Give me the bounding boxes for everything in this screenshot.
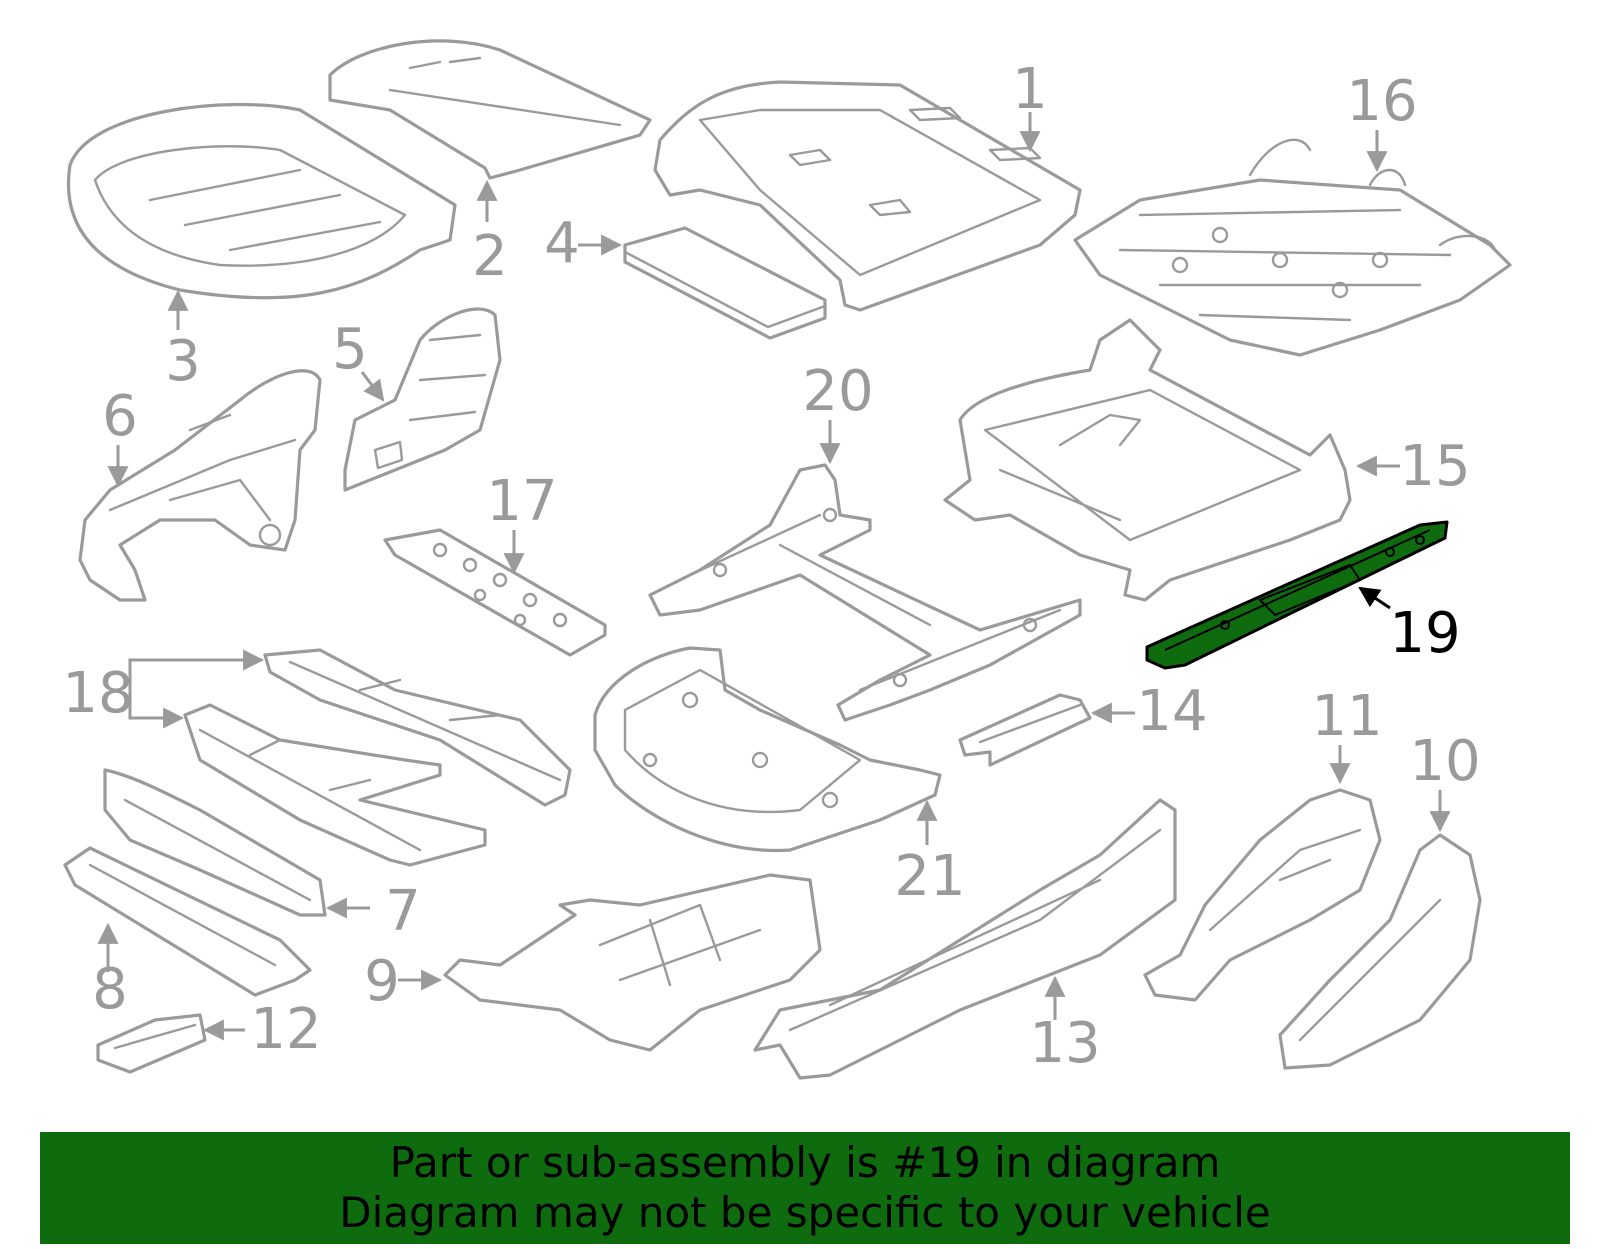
- part-18-cross-members[interactable]: [183, 648, 572, 867]
- callout-13: 13: [1029, 1011, 1100, 1076]
- callout-1: 1: [1012, 57, 1048, 122]
- callout-4: 4: [544, 211, 580, 276]
- part-14-channel[interactable]: [958, 693, 1092, 767]
- callout-19: 19: [1389, 601, 1460, 666]
- part-21-seat-pan-shell[interactable]: [593, 646, 942, 853]
- callout-2: 2: [472, 224, 508, 289]
- part-16-suspension-mat[interactable]: [1073, 138, 1512, 357]
- callout-20: 20: [802, 359, 873, 424]
- leader-lines: [97, 112, 1451, 1041]
- banner-line-2: Diagram may not be specific to your vehi…: [339, 1188, 1271, 1237]
- part-17-plate[interactable]: [383, 528, 607, 657]
- part-11-side-shield-outer[interactable]: [1143, 788, 1382, 1002]
- part-20-track-frame[interactable]: [648, 463, 1082, 722]
- part-8-cover-rail[interactable]: [63, 846, 312, 997]
- callout-11: 11: [1311, 684, 1382, 749]
- leader-19: [1358, 586, 1391, 610]
- part-3-cushion-cover[interactable]: [67, 102, 457, 300]
- callout-21: 21: [894, 844, 965, 909]
- callout-14: 14: [1136, 679, 1207, 744]
- part-19-highlighted-bracket[interactable]: [1145, 520, 1449, 670]
- callout-17: 17: [486, 469, 557, 534]
- callout-9: 9: [364, 949, 400, 1014]
- part-12-cap[interactable]: [96, 1013, 207, 1074]
- callout-5: 5: [332, 317, 368, 382]
- callout-3: 3: [165, 329, 201, 394]
- part-9-side-trim[interactable]: [443, 873, 822, 1052]
- callout-12: 12: [250, 997, 321, 1062]
- part-10-outer-trim[interactable]: [1278, 833, 1482, 1070]
- leader-5: [360, 371, 385, 402]
- banner-line-1: Part or sub-assembly is #19 in diagram: [389, 1138, 1221, 1187]
- info-banner: Part or sub-assembly is #19 in diagram D…: [40, 1132, 1570, 1244]
- callout-7: 7: [385, 879, 421, 944]
- part-4-pad[interactable]: [623, 226, 827, 340]
- part-6-side-shield[interactable]: [78, 369, 322, 602]
- callout-6: 6: [102, 384, 138, 449]
- callout-15: 15: [1399, 434, 1470, 499]
- part-15-seat-frame[interactable]: [943, 318, 1352, 602]
- part-13-lower-panel[interactable]: [753, 798, 1177, 1080]
- callout-10: 10: [1409, 729, 1480, 794]
- part-1-cushion-foam[interactable]: [653, 80, 1082, 312]
- callout-16: 16: [1346, 69, 1417, 134]
- callout-8: 8: [92, 957, 128, 1022]
- part-5-side-bracket[interactable]: [343, 307, 502, 492]
- part-2-pan-insert[interactable]: [328, 39, 652, 180]
- callout-18: 18: [62, 661, 133, 726]
- part-7-trim-strip[interactable]: [103, 768, 327, 917]
